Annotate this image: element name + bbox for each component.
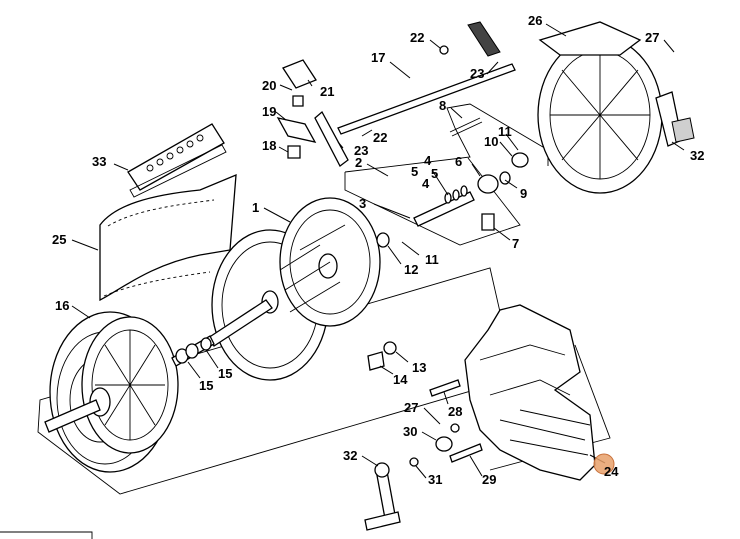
label-4b: 4: [422, 176, 430, 191]
label-16: 16: [55, 298, 69, 313]
front-disc-inner: [289, 209, 371, 315]
label-22b: 22: [373, 130, 387, 145]
handle-32b-base: [364, 511, 401, 531]
label-21: 21: [320, 84, 334, 99]
housing-24: [464, 304, 596, 481]
highlight-marker: [593, 453, 615, 475]
handle-23: [467, 21, 501, 57]
label-30: 30: [403, 424, 417, 439]
label-24: 24: [604, 464, 619, 479]
label-32b: 32: [343, 448, 357, 463]
upper-assembly-frame: [344, 127, 521, 246]
fan-spokes: [95, 330, 165, 440]
housing-24-vanes: [499, 409, 591, 456]
shaft-17: [337, 63, 516, 135]
label-23a: 23: [470, 66, 484, 81]
label-6: 6: [455, 154, 462, 169]
label-27b: 27: [404, 400, 418, 415]
bushing-6: [477, 174, 499, 194]
corner-box: [0, 531, 93, 539]
plug-7: [481, 213, 495, 231]
label-27a: 27: [645, 30, 659, 45]
label-19: 19: [262, 104, 276, 119]
screw-27: [450, 423, 460, 433]
decal-symbols: [146, 134, 204, 172]
label-31: 31: [428, 472, 442, 487]
label-12: 12: [404, 262, 418, 277]
decal-33: [127, 123, 225, 191]
label-4a: 4: [424, 153, 432, 168]
label-3: 3: [359, 196, 366, 211]
housing-24-inner: [479, 344, 571, 396]
bracket-19: [276, 117, 317, 143]
fan-cover-top: [538, 21, 642, 56]
washer-9: [499, 171, 511, 185]
decal-strip: [129, 144, 227, 198]
spacers-15: [175, 337, 212, 364]
label-5b: 5: [431, 166, 438, 181]
shroud-dash: [107, 199, 215, 227]
label-33: 33: [92, 154, 106, 169]
nut-18: [287, 145, 301, 159]
label-20: 20: [262, 78, 276, 93]
clip-22: [439, 45, 449, 55]
label-11b: 11: [425, 252, 439, 267]
label-11a: 11: [498, 124, 512, 139]
label-23b: 23: [354, 143, 368, 158]
label-5a: 5: [411, 164, 418, 179]
crank-handle-32: [671, 117, 695, 143]
sleeve-10: [511, 152, 529, 168]
label-7: 7: [512, 236, 519, 251]
label-15b: 15: [218, 366, 232, 381]
pin-3: [413, 191, 475, 227]
disc-rods: [279, 224, 346, 313]
rear-shaft: [44, 399, 101, 433]
lever-23: [314, 110, 349, 167]
label-2: 2: [355, 155, 362, 170]
label-32a: 32: [690, 148, 704, 163]
label-22a: 22: [410, 30, 424, 45]
plug-14: [367, 351, 385, 371]
label-8: 8: [439, 98, 446, 113]
ring-12: [376, 232, 390, 248]
screw-29: [449, 443, 483, 463]
spring-8: [449, 117, 483, 137]
nut-31: [409, 457, 419, 467]
label-1: 1: [252, 200, 259, 215]
label-25: 25: [52, 232, 66, 247]
label-15a: 15: [199, 378, 213, 393]
label-28: 28: [448, 404, 462, 419]
label-17: 17: [371, 50, 385, 65]
label-10: 10: [484, 134, 498, 149]
label-18: 18: [262, 138, 276, 153]
shroud-dash-2: [103, 271, 211, 297]
label-9: 9: [520, 186, 527, 201]
washers-4-5: [444, 185, 468, 204]
handle-32b-knob: [374, 462, 390, 478]
front-disc-hub: [318, 253, 338, 279]
label-29: 29: [482, 472, 496, 487]
label-13: 13: [412, 360, 426, 375]
washer-13: [383, 341, 397, 355]
clip-21: [282, 59, 317, 89]
screw-28: [429, 379, 461, 397]
label-14: 14: [393, 372, 408, 387]
screw-20: [292, 95, 304, 107]
bushing-30: [435, 436, 453, 452]
fan-cover-spokes: [550, 51, 650, 179]
label-26a: 26: [528, 13, 542, 28]
